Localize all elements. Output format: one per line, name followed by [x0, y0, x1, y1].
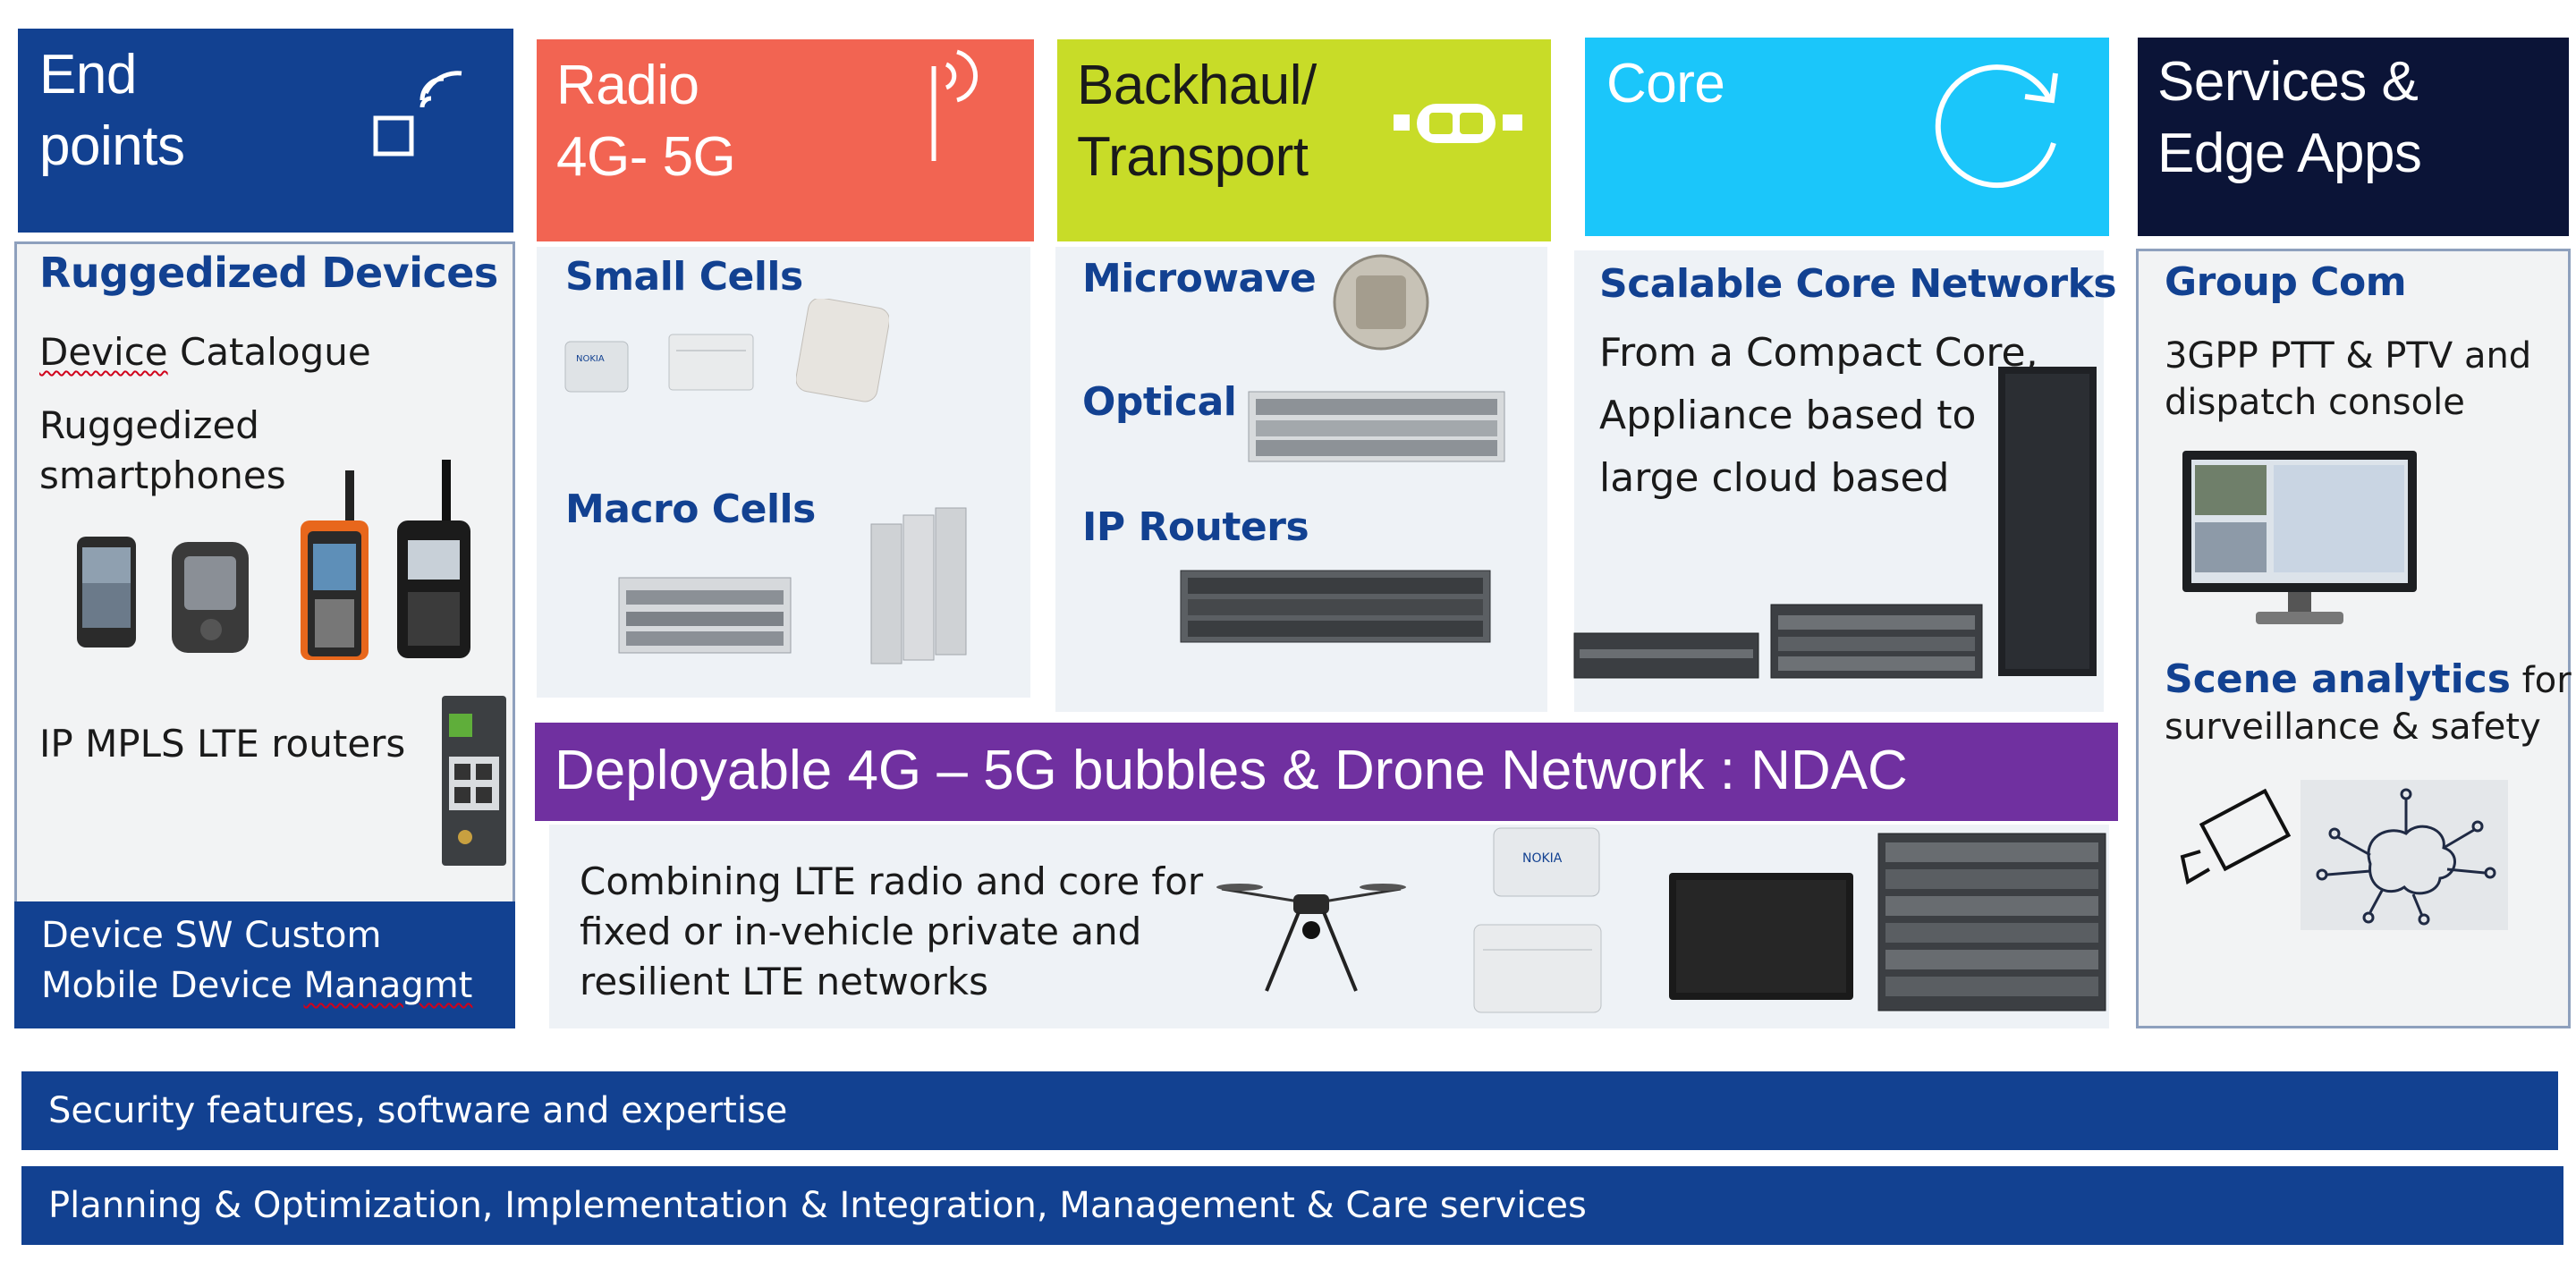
- dispatch-console-image: [2182, 451, 2417, 624]
- group-com-description: 3GPP PTT & PTV and dispatch console: [2165, 333, 2531, 426]
- rugged-handheld-image: [172, 542, 249, 653]
- ip-router-image: [1180, 570, 1491, 643]
- device-catalogue-link[interactable]: Device Catalogue: [39, 327, 371, 377]
- ip-routers-title: IP Routers: [1082, 504, 1309, 550]
- device-catalogue-word: Device: [39, 330, 168, 374]
- device-catalogue-rest: Catalogue: [167, 330, 371, 374]
- device-sw-custom: Device SW Custom: [41, 915, 382, 956]
- lte-router-image: [442, 696, 506, 866]
- macro-cells-title: Macro Cells: [565, 487, 816, 532]
- small-cells-title: Small Cells: [565, 254, 803, 300]
- core-server-small-image: [1573, 632, 1759, 679]
- header-core-line1: Core: [1606, 53, 1725, 114]
- group-com-title: Group Com: [2165, 259, 2407, 305]
- header-radio: [537, 39, 1034, 241]
- header-core-title: Core: [1606, 48, 1725, 120]
- scene-analytics-line2: surveillance & safety: [2165, 707, 2541, 748]
- core-server-medium-image: [1770, 604, 1983, 679]
- mobile-device-mgmt: Mobile Device Managmt: [41, 961, 472, 1011]
- ndac-line2: fixed or in-vehicle private and: [580, 910, 1142, 953]
- small-cell-a-image: NOKIA: [564, 341, 629, 393]
- transport-nodes-icon: [1394, 104, 1522, 143]
- header-radio-line2: 4G- 5G: [556, 126, 736, 188]
- camera-icon: [2180, 788, 2292, 885]
- ip-mpls-routers-label: IP MPLS LTE routers: [39, 722, 406, 766]
- core-title: Scalable Core Networks: [1599, 261, 2117, 307]
- ndac-line3: resilient LTE networks: [580, 960, 988, 1003]
- ndac-description: Combining LTE radio and core for fixed o…: [580, 857, 1203, 1007]
- rugged-phone-image: [77, 537, 136, 647]
- header-backhaul-line1: Backhaul/: [1077, 55, 1317, 116]
- header-endpoints: [18, 29, 513, 233]
- tetra-radio-image: [397, 460, 470, 658]
- ndac-line1: Combining LTE radio and core for: [580, 859, 1204, 903]
- header-endpoints-line1: End: [39, 44, 137, 106]
- iot-device-icon: [373, 71, 462, 157]
- endpoints-footer: [14, 901, 515, 1028]
- ndac-indoor-unit-image: [1473, 924, 1602, 1013]
- smartphones-line2: smartphones: [39, 453, 286, 497]
- group-com-line2: dispatch console: [2165, 382, 2465, 423]
- group-com-line1: 3GPP PTT & PTV and: [2165, 335, 2532, 377]
- header-backhaul-line2: Transport: [1077, 126, 1309, 188]
- brain-network-icon: [2316, 788, 2496, 926]
- scene-analytics-description: Scene analytics for surveillance & safet…: [2165, 656, 2572, 750]
- rugged-phone-orange-image: [301, 470, 369, 660]
- optical-shelf-image: [1248, 391, 1505, 462]
- core-line2: Appliance based to: [1599, 393, 1977, 438]
- mobile-device-main: Mobile Device: [41, 965, 304, 1006]
- header-services-line1: Services &: [2157, 51, 2419, 113]
- scene-analytics-rest: for: [2510, 660, 2572, 701]
- antenna-icon: [931, 49, 979, 161]
- ndac-banner-title: Deployable 4G – 5G bubbles & Drone Netwo…: [555, 740, 1908, 801]
- optical-title: Optical: [1082, 379, 1237, 425]
- header-endpoints-line2: points: [39, 115, 185, 177]
- mobile-device-word: Managmt: [303, 965, 473, 1006]
- security-bar: Security features, software and expertis…: [21, 1071, 2558, 1150]
- microwave-unit-image: [1333, 254, 1429, 351]
- refresh-cycle-icon: [1935, 64, 2058, 189]
- ndac-radio-unit-image: NOKIA: [1493, 827, 1600, 897]
- small-cell-badge: NOKIA: [576, 354, 605, 364]
- services-bar: Planning & Optimization, Implementation …: [21, 1166, 2563, 1245]
- ndac-edge-server-image: [1669, 873, 1853, 1000]
- microwave-title: Microwave: [1082, 256, 1317, 301]
- header-services: [2138, 38, 2569, 236]
- core-rack-image: [1998, 367, 2097, 676]
- header-radio-title: Radio 4G- 5G: [556, 50, 736, 193]
- ndac-banner: [535, 723, 2118, 821]
- header-services-line2: Edge Apps: [2157, 123, 2422, 184]
- ndac-server-stack-image: [1877, 833, 2106, 1011]
- endpoints-title: Ruggedized Devices: [39, 249, 498, 297]
- header-endpoints-title: End points: [39, 39, 185, 182]
- small-cell-c-image: [796, 299, 889, 402]
- core-description: From a Compact Core, Appliance based to …: [1599, 322, 2038, 510]
- scene-analytics-bold: Scene analytics: [2165, 656, 2511, 702]
- header-radio-line1: Radio: [556, 55, 699, 116]
- scene-analytics-line1: Scene analytics for: [2165, 656, 2572, 704]
- ndac-radio-badge: NOKIA: [1522, 851, 1563, 866]
- endpoints-footer-text: Device SW Custom Mobile Device Managmt: [41, 910, 472, 1011]
- smartphones-line1: Ruggedized: [39, 403, 259, 447]
- smartphones-label: Ruggedized smartphones: [39, 401, 286, 501]
- macro-baseband-image: [618, 577, 792, 654]
- drone-image: [1216, 884, 1406, 992]
- brain-analytics-tile: [2301, 780, 2508, 930]
- core-line3: large cloud based: [1599, 455, 1950, 501]
- macro-radio-units-image: [870, 507, 967, 664]
- small-cell-b-image: [668, 334, 754, 391]
- header-backhaul-title: Backhaul/ Transport: [1077, 50, 1317, 193]
- core-line1: From a Compact Core,: [1599, 330, 2038, 376]
- header-services-title: Services & Edge Apps: [2157, 47, 2422, 190]
